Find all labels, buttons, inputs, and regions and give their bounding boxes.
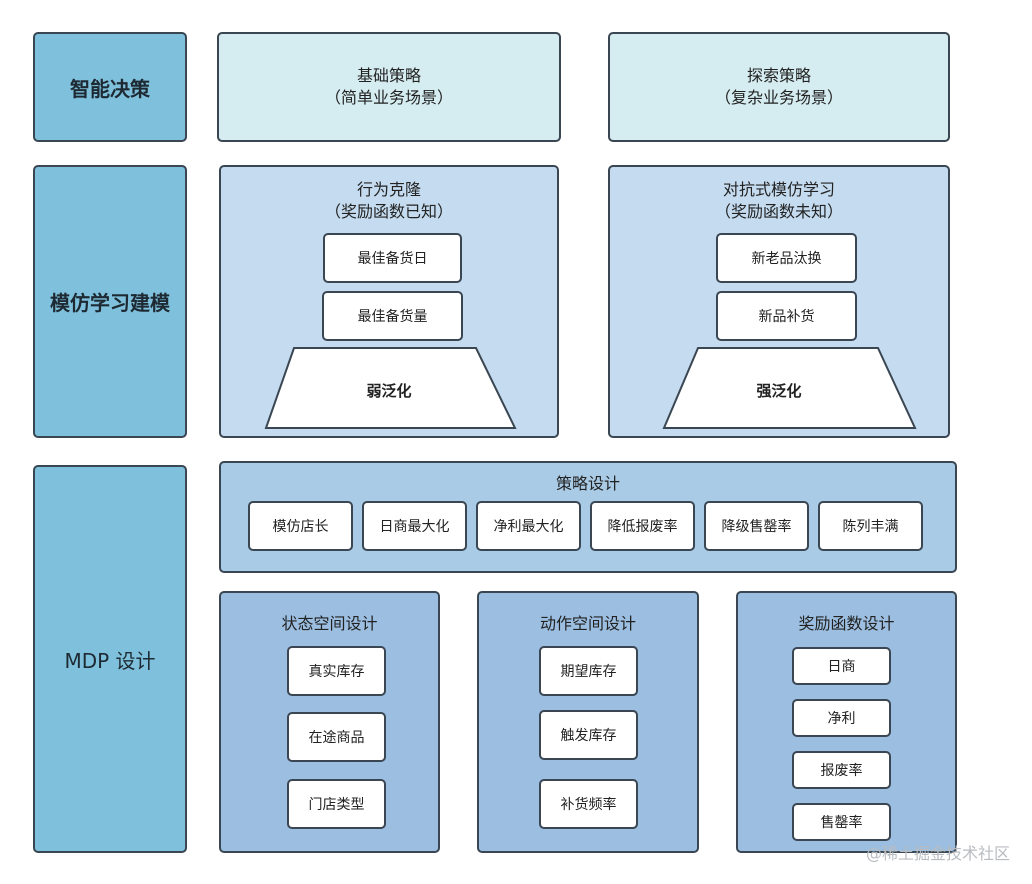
strategy-item-reduce-scrap: 降低报废率 [590, 501, 695, 551]
explore-strategy-box: 探索策略 （复杂业务场景） [608, 32, 950, 142]
behavior-cloning-panel: 行为克隆 （奖励函数已知） 最佳备货日 最佳备货量 弱泛化 [219, 165, 559, 438]
adversarial-imitation-title: 对抗式模仿学习 [722, 180, 835, 199]
state-item-in-transit: 在途商品 [287, 712, 386, 762]
adversarial-item-replacement: 新老品汰换 [716, 233, 857, 283]
state-item-real-stock: 真实库存 [287, 646, 386, 696]
action-item-trigger-stock: 触发库存 [539, 710, 638, 760]
reward-item-sellout-rate: 售罄率 [792, 803, 891, 841]
row-label-decision: 智能决策 [33, 32, 187, 142]
reward-item-net-profit: 净利 [792, 699, 891, 737]
behavior-cloning-title: 行为克隆 [356, 180, 421, 199]
action-space-title: 动作空间设计 [539, 614, 636, 633]
state-item-store-type: 门店类型 [287, 779, 386, 829]
state-space-panel: 状态空间设计 真实库存 在途商品 门店类型 [219, 591, 440, 853]
basic-strategy-title: 基础策略 [356, 66, 421, 85]
action-item-restock-frequency: 补货频率 [539, 779, 638, 829]
row-label-mdp: MDP 设计 [33, 465, 187, 853]
action-space-panel: 动作空间设计 期望库存 触发库存 补货频率 [477, 591, 699, 853]
strong-generalization-label: 强泛化 [756, 382, 802, 400]
adversarial-item-new-restock: 新品补货 [716, 291, 857, 341]
explore-strategy-title: 探索策略 [746, 66, 811, 85]
strategy-item-full-display: 陈列丰满 [818, 501, 923, 551]
reward-function-title: 奖励函数设计 [798, 614, 895, 633]
watermark: @稀土掘金技术社区 [865, 844, 1010, 863]
row-label-mdp-text: MDP 设计 [64, 648, 156, 673]
weak-generalization-label: 弱泛化 [366, 382, 412, 400]
strategy-item-max-daily-sales: 日商最大化 [362, 501, 467, 551]
adversarial-imitation-subtitle: （奖励函数未知） [714, 202, 843, 221]
cloning-item-best-day: 最佳备货日 [323, 233, 462, 283]
reward-function-panel: 奖励函数设计 日商 净利 报废率 售罄率 [736, 591, 957, 853]
action-item-expected-stock: 期望库存 [539, 646, 638, 696]
state-space-title: 状态空间设计 [281, 614, 378, 633]
behavior-cloning-subtitle: （奖励函数已知） [324, 202, 453, 221]
strategy-item-sellout-rate: 降级售罄率 [704, 501, 809, 551]
row-label-imitation-text: 模仿学习建模 [50, 291, 170, 315]
reward-item-daily-sales: 日商 [792, 647, 891, 685]
row-label-decision-text: 智能决策 [70, 76, 150, 101]
basic-strategy-box: 基础策略 （简单业务场景） [217, 32, 561, 142]
strategy-design-panel: 策略设计 模仿店长 日商最大化 净利最大化 降低报废率 降级售罄率 陈列丰满 [219, 461, 957, 573]
strategy-design-title: 策略设计 [555, 474, 620, 493]
cloning-item-best-qty: 最佳备货量 [322, 291, 463, 341]
basic-strategy-subtitle: （简单业务场景） [324, 88, 453, 107]
adversarial-imitation-panel: 对抗式模仿学习 （奖励函数未知） 新老品汰换 新品补货 强泛化 [608, 165, 950, 438]
weak-generalization-trapezoid [264, 347, 517, 429]
strong-generalization-trapezoid [662, 347, 917, 429]
explore-strategy-subtitle: （复杂业务场景） [714, 88, 843, 107]
strategy-item-imitate-manager: 模仿店长 [248, 501, 353, 551]
row-label-imitation: 模仿学习建模 [33, 165, 187, 438]
strategy-item-max-net-profit: 净利最大化 [476, 501, 581, 551]
reward-item-scrap-rate: 报废率 [792, 751, 891, 789]
